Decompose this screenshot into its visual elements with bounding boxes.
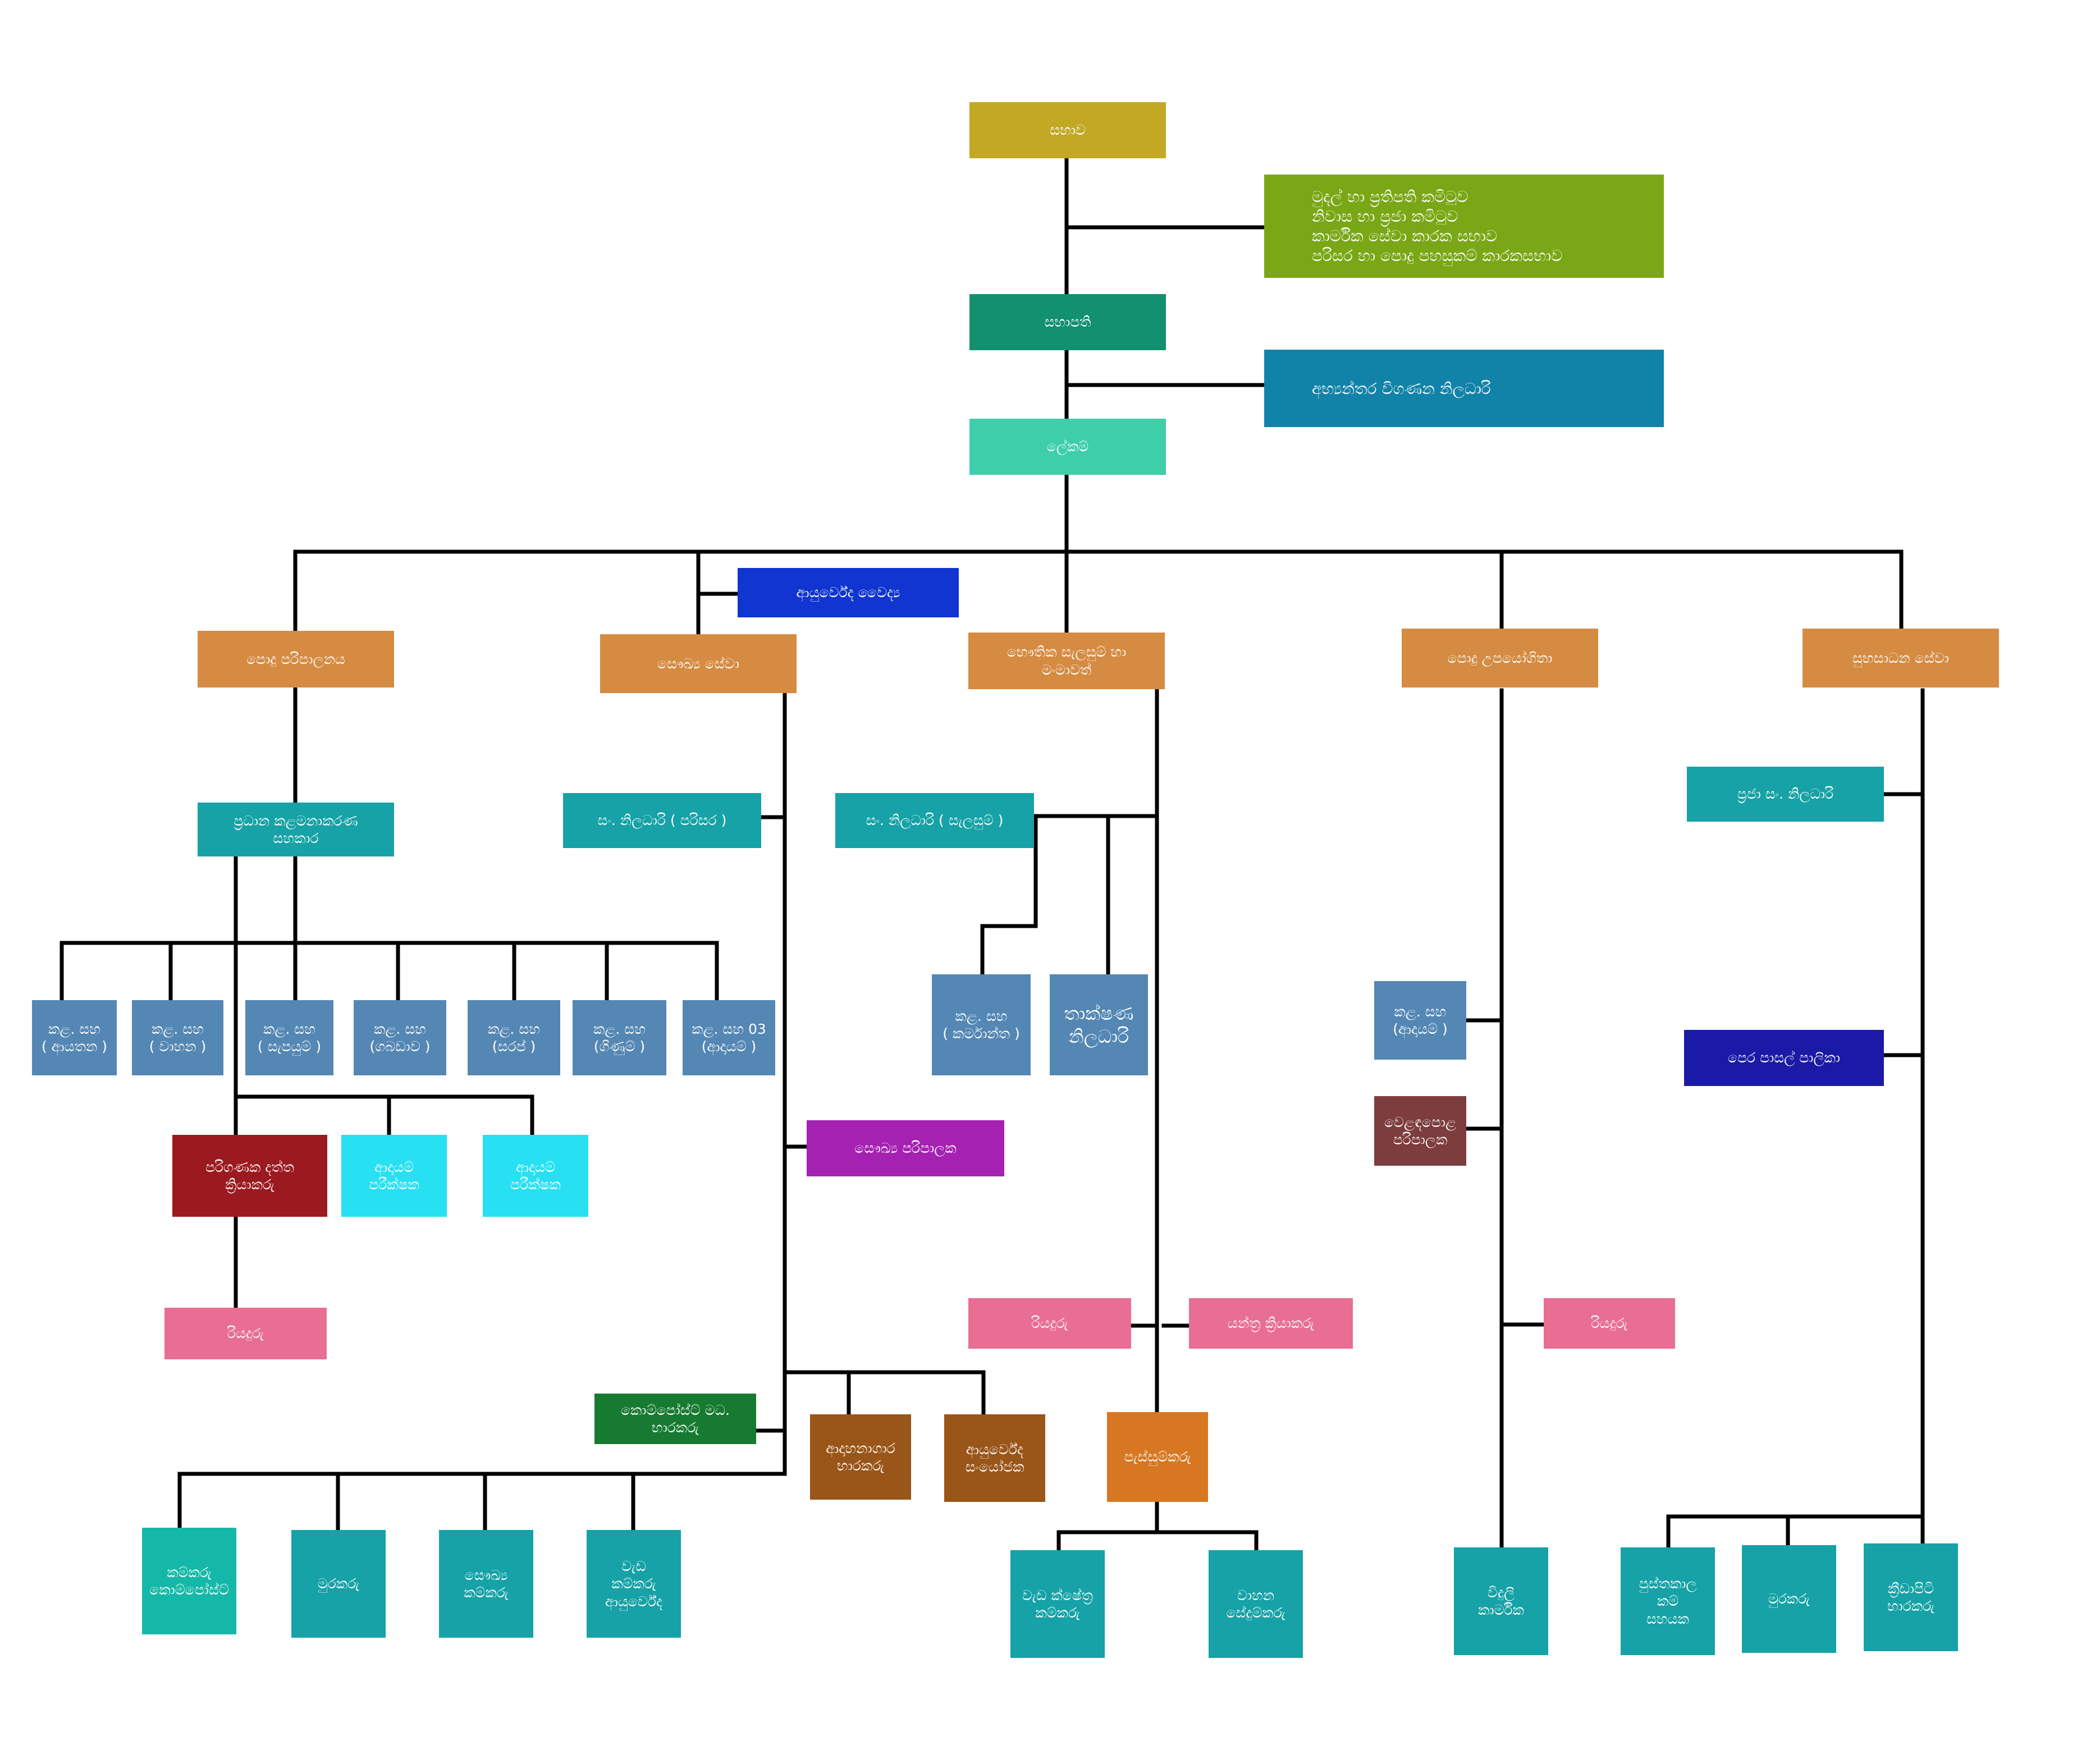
dev-officer-env-node: සං. නිලධාරි ( පරිසර ) (563, 793, 761, 848)
ma-revenue-pu-node: කළ. සහ (ආදායම් ) (1374, 981, 1466, 1060)
ayurveda-labourer-node: වැඩ කම්කරු ආයුර්වේද (587, 1530, 681, 1638)
ayurveda-assistant-node: ආයුර්වේද සංයෝජක (944, 1414, 1045, 1502)
computer-operator-node: පරිගණක දත්ත ක්‍රියාකරු (172, 1135, 327, 1217)
ma-vehicle-node: කළ. සහ ( වාහන ) (132, 1000, 223, 1075)
driver-plan-node: රියදුරු (968, 1298, 1131, 1349)
dev-officer-plan-node: සං. නිලධාරි ( සැලසුම් ) (835, 793, 1034, 848)
watcher-health-node: මුරකරු (291, 1530, 386, 1638)
machine-operator-node: යන්ත්‍ර ක්‍රියාකරු (1189, 1298, 1353, 1349)
internal-audit-node: අභ්‍යන්තර විගණන නිලධාරි (1264, 350, 1664, 427)
public-utilities-node: පොදු උපයෝගිතා (1402, 629, 1598, 688)
health-overseer-node: සෞඛ්‍ය පරිපාලක (807, 1120, 1004, 1176)
council-node: සභාව (969, 102, 1166, 158)
revenue-inspector-2-node: ආදායම් පරීක්ෂක (483, 1135, 588, 1217)
electrician-node: විදුලි කාර්මික (1454, 1547, 1548, 1655)
secretary-node: ලේකම් (969, 419, 1166, 475)
community-dev-officer-node: ප්‍රජා සං. නිලධාරි (1687, 767, 1884, 822)
ma-stores-node: කළ. සහ (ගබඩාව ) (354, 1000, 446, 1075)
committees-node: මුදල් හා ප්‍රතිපති කමිටුව නිවාස හා ප්‍රජ… (1264, 175, 1664, 278)
ayurveda-doctor-node: ආයුර්වේද වෛද්‍ය (738, 568, 959, 617)
welfare-services-node: සුභසාධන සේවා (1802, 629, 1999, 688)
general-admin-node: පොදු පරිපාලනය (198, 631, 394, 688)
ma-works-node: කළ. සහ ( කර්මාන්ත ) (932, 974, 1031, 1075)
library-assistant-node: පුස්තකාල කම් සහයක (1621, 1547, 1715, 1655)
watcher-welfare-node: මුරකරු (1742, 1545, 1836, 1653)
ma-accounts-node: කළ. සහ (ගිණුම් ) (573, 1000, 666, 1075)
health-labourer-node: සෞඛ්‍ය කම්කරු (439, 1530, 533, 1638)
driver-pu-node: රියදුරු (1544, 1298, 1675, 1349)
physical-planning-node: භෞතික සැලසුම් හා මංමාවත් (968, 633, 1165, 689)
driver-admin-node: රියදුරු (164, 1308, 327, 1359)
technical-officer-node: තාක්ෂණ නිලධාරි (1050, 974, 1148, 1075)
compost-supervisor-node: කොම්පෝස්ට් මධ. භාරකරු (594, 1394, 756, 1444)
chief-mgmt-assistant-node: ප්‍රධාන කළමනාකරණ සහකාර (198, 803, 394, 856)
chairman-node: සභාපති (969, 294, 1166, 350)
field-labourer-node: වැඩ ක්ෂේත්‍ර කම්කරු (1010, 1550, 1105, 1658)
preschool-teacher-node: පෙර පාසල් පාලිකා (1684, 1030, 1884, 1086)
revenue-inspector-1-node: ආදායම් පරීක්ෂක (341, 1135, 447, 1217)
crematorium-keeper-node: ආදාහනාගාර භාරකරු (810, 1414, 911, 1500)
health-services-node: සෞඛ්‍ය සේවා (600, 634, 797, 693)
ma-establishment-node: කළ. සහ ( ආයතන ) (32, 1000, 117, 1075)
work-supervisor-node: පැස්සුම්කරු (1107, 1412, 1208, 1502)
fair-overseer-node: වෙළඳපොළ පරිපාලක (1374, 1096, 1466, 1166)
ma-revenue-03-node: කළ. සහ 03 (ආදායම් ) (683, 1000, 775, 1075)
playground-keeper-node: ක්‍රීඩාපිටි භාරකරු (1864, 1543, 1958, 1651)
ma-crop-node: කළ. සහ (සරප් ) (468, 1000, 560, 1075)
labour-compost-node: කම්කරු කොම්පෝස්ට් (142, 1528, 236, 1634)
vehicle-cleaner-node: වාහන සේදුම්කරු (1209, 1550, 1303, 1658)
ma-supplies-node: කළ. සහ ( සැපයුම් ) (245, 1000, 333, 1075)
